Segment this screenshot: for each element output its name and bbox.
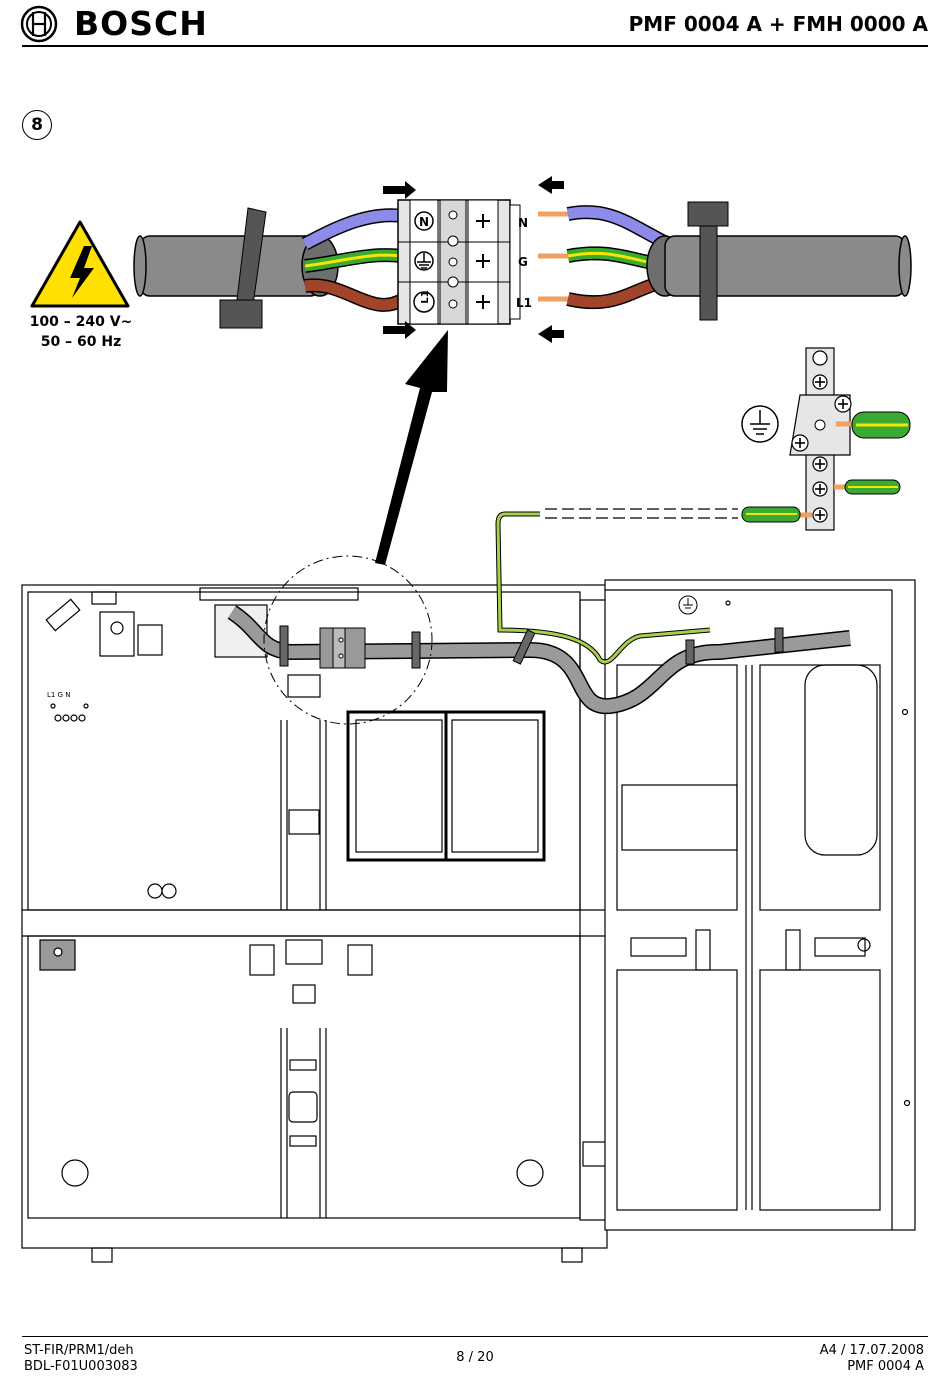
footer-product: PMF 0004 A: [820, 1359, 924, 1375]
housing-earth-icon: [679, 596, 697, 614]
arrow-in-top-left: [383, 181, 416, 199]
right-wire-cores: [538, 214, 570, 299]
earth-ground-icon: [742, 406, 778, 442]
right-cable-tie: [700, 215, 717, 320]
warning-frequency: 50 – 60 Hz: [41, 334, 121, 350]
left-mains-cable: [140, 236, 320, 296]
panel-terminal-label: L1 G N: [47, 691, 70, 699]
earth-terminal-bar: [790, 348, 851, 530]
footer-page-number: 8 / 20: [0, 1350, 950, 1366]
arrow-in-bottom-right: [538, 325, 564, 343]
tb-right-label-g: G: [518, 255, 528, 269]
footer-rule: [22, 1336, 928, 1337]
tb-right-label-n: N: [518, 216, 528, 230]
warning-voltage: 100 – 240 V~: [30, 314, 133, 330]
housing-left: [22, 585, 607, 1262]
footer-right: A4 / 17.07.2008 PMF 0004 A: [820, 1343, 924, 1375]
high-voltage-warning-icon: [32, 222, 128, 306]
tb-label-n: N: [419, 215, 429, 229]
terminal-block: N L1: [398, 200, 520, 324]
wiring-illustration: N L1 N G L1: [0, 0, 950, 1340]
internal-terminal-block: [320, 628, 365, 668]
tb-right-label-l1: L1: [516, 296, 532, 310]
arrow-in-top-right: [538, 176, 564, 194]
tb-label-l1: L1: [420, 290, 431, 303]
zoom-arrow: [375, 330, 448, 565]
footer-date: A4 / 17.07.2008: [820, 1343, 924, 1359]
